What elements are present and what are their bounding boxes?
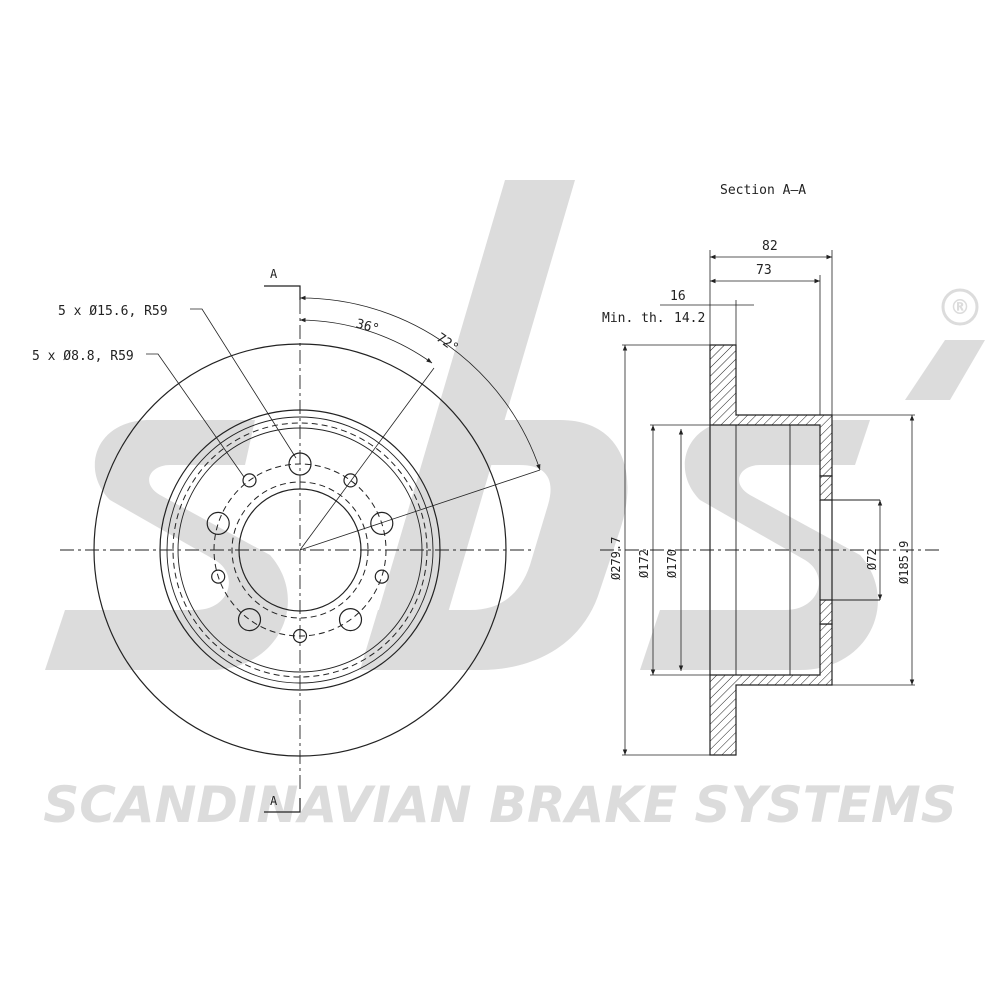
small-holes-callout: 5 x Ø8.8, R59 [32, 349, 134, 364]
dia-170: Ø170 [665, 549, 679, 578]
section-marker-top-label: A [270, 267, 278, 281]
dim-16: 16 [670, 289, 686, 304]
large-holes-callout: 5 x Ø15.6, R59 [58, 304, 168, 319]
dim-82: 82 [762, 239, 778, 254]
large-holes-leader [190, 308, 297, 459]
min-thickness-value: 14.2 [674, 311, 705, 326]
registered-mark: ® [950, 295, 970, 319]
section-top-hub [819, 475, 833, 501]
small-hole [343, 473, 358, 488]
large-bolt-hole [370, 511, 394, 536]
dia-172: Ø172 [637, 549, 651, 578]
dia-185: Ø185.9 [897, 541, 911, 584]
dim-73: 73 [756, 263, 772, 278]
section-bottom-hub [819, 599, 833, 625]
small-hole [374, 569, 389, 584]
large-bolt-hole [338, 607, 363, 632]
watermark-logo: SCANDINAVIAN BRAKE SYSTEMS ® [43, 180, 985, 834]
hat-dashed-1 [172, 422, 428, 678]
section-view: Section A–A 82 73 16 Min. th. 14.2 [600, 183, 940, 756]
front-view: A A 36° 72° 5 x Ø15.6, R59 5 x Ø8.8, R59 [32, 267, 541, 813]
angle-arc-72 [299, 295, 541, 471]
dia-72: Ø72 [865, 548, 879, 570]
small-holes-leader [146, 353, 245, 478]
sbs-logo-shape [45, 180, 985, 670]
large-bolt-hole [206, 511, 230, 536]
angle-ray-72 [299, 469, 541, 551]
dia-279: Ø279.7 [609, 537, 623, 580]
small-hole [242, 473, 257, 488]
section-marker-bottom-label: A [270, 794, 278, 808]
small-hole [211, 569, 226, 584]
watermark-tagline: SCANDINAVIAN BRAKE SYSTEMS [43, 776, 957, 834]
large-bolt-hole [237, 607, 262, 632]
section-title: Section A–A [720, 183, 806, 198]
section-marker-top: A [264, 267, 301, 300]
registered-icon: ® [941, 288, 979, 326]
section-marker-bottom: A [264, 794, 301, 813]
angle-label-36: 36° [354, 317, 381, 338]
min-thickness-label: Min. th. [602, 311, 665, 326]
